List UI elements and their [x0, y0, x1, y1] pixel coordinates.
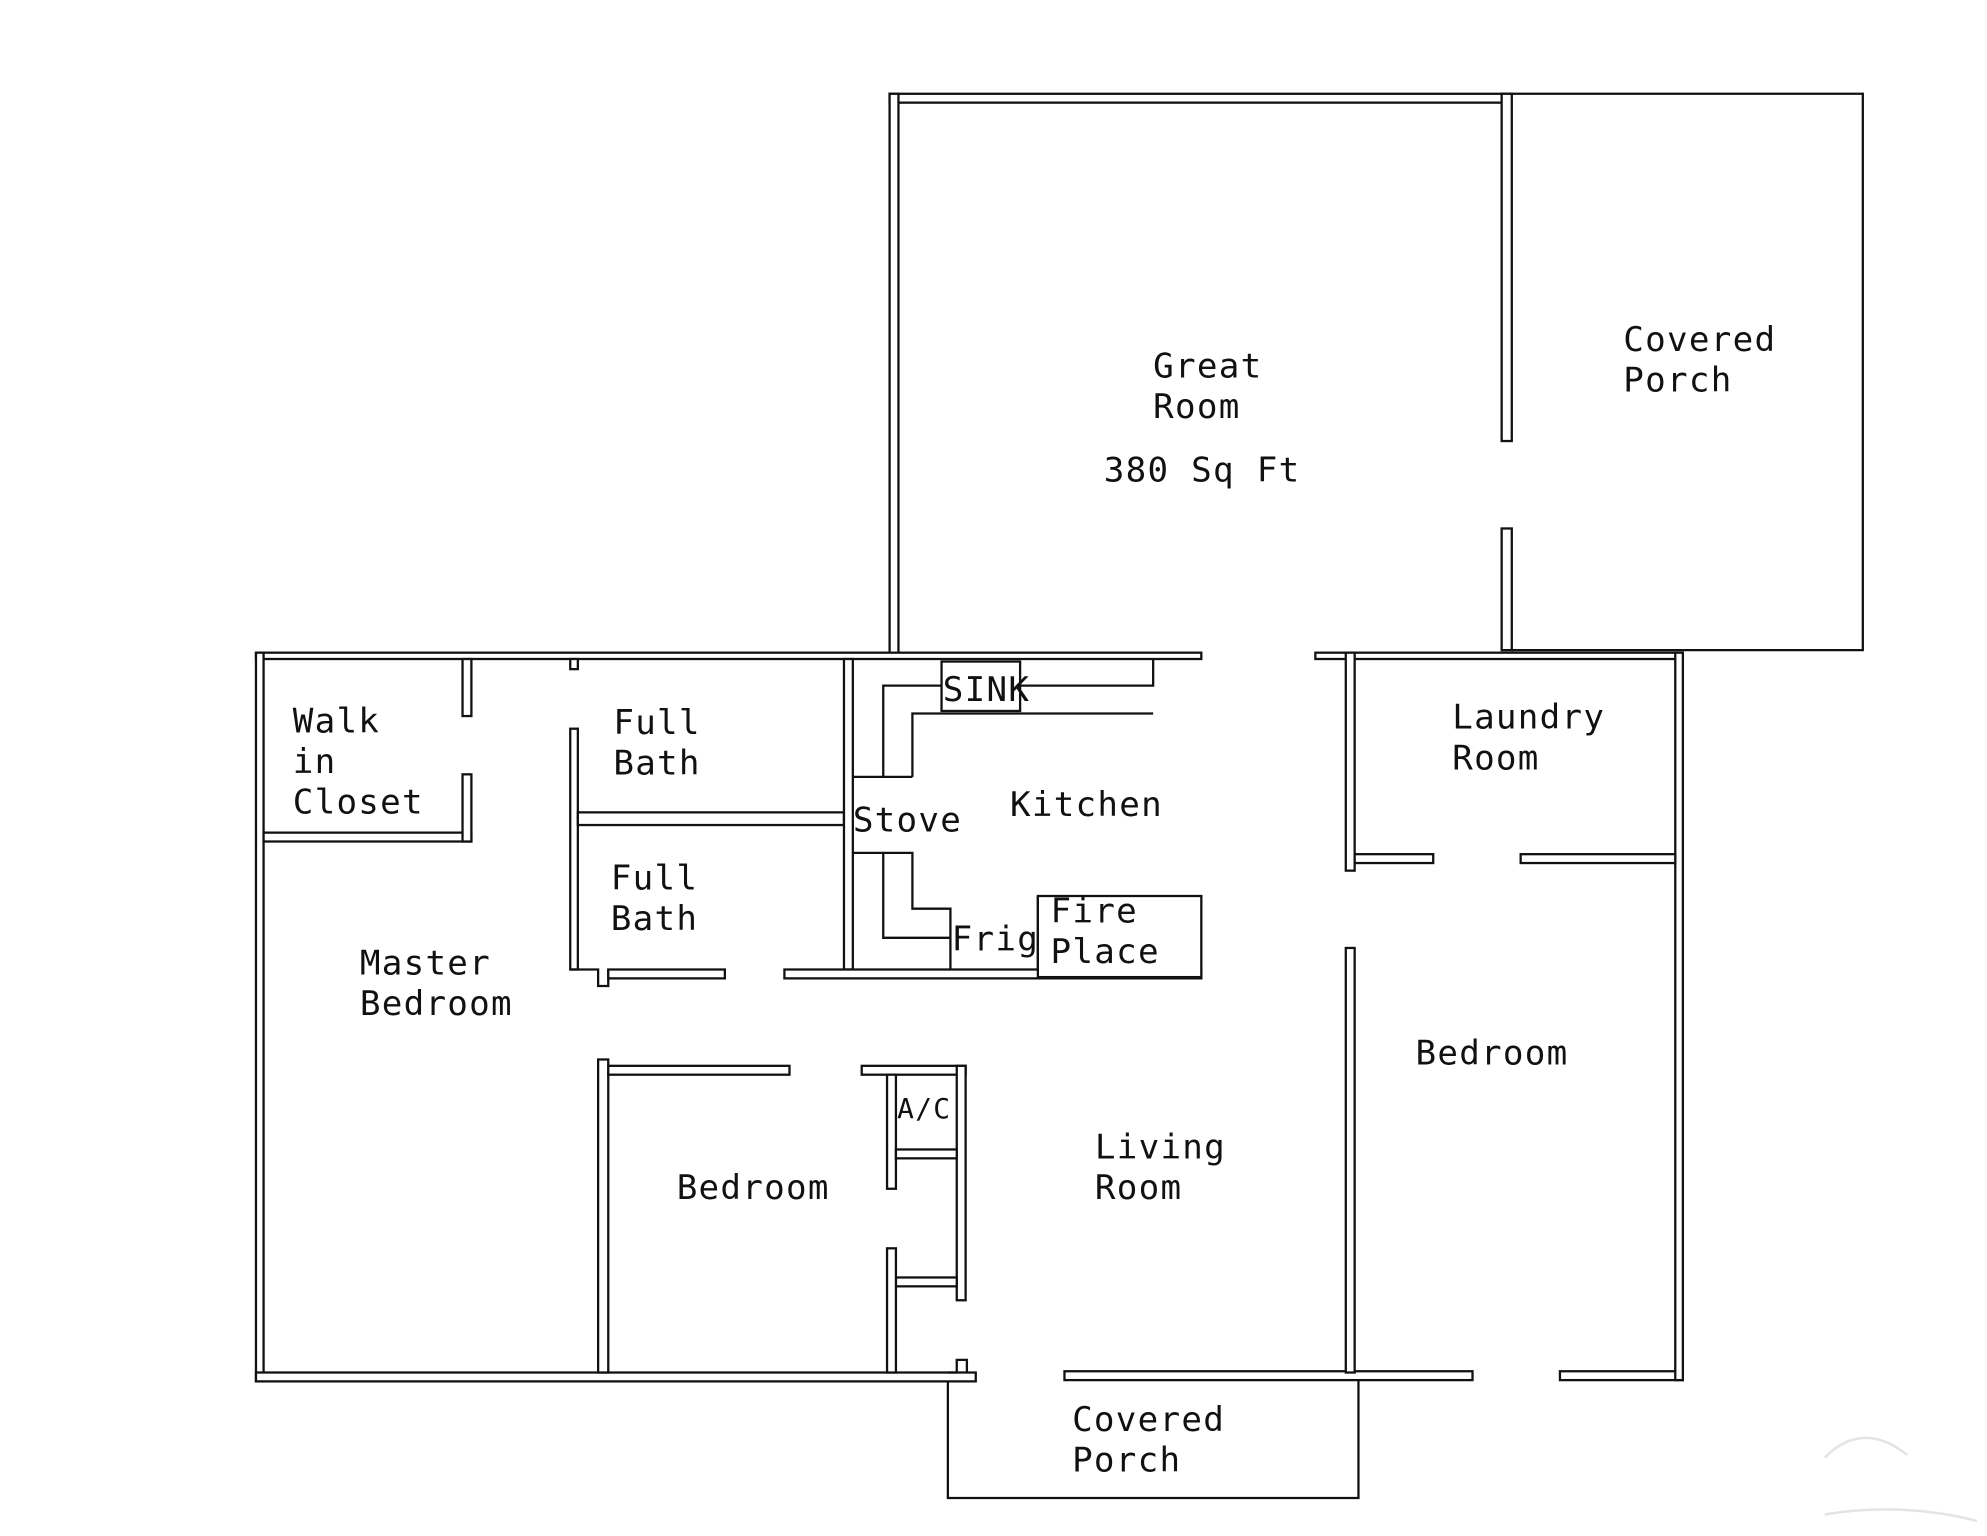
laundry-label-2: Room: [1452, 738, 1539, 778]
master-bedroom-label-2: Bedroom: [360, 984, 513, 1024]
full-bath-2-label-1: Full: [611, 859, 698, 899]
great-room-label-1: Great: [1153, 347, 1262, 387]
fireplace-label-1: Fire: [1051, 892, 1138, 932]
back-porch-label-2: Porch: [1623, 361, 1732, 401]
full-bath-1-label-2: Bath: [613, 743, 700, 783]
stove-label: Stove: [853, 800, 962, 840]
living-room-label-1: Living: [1095, 1127, 1226, 1167]
walls: [254, 92, 1864, 1500]
ac-label: A/C: [897, 1092, 951, 1125]
back-porch-label-1: Covered: [1623, 320, 1776, 360]
frig-label: Frig: [952, 919, 1039, 959]
full-bath-2-label-2: Bath: [611, 899, 698, 939]
closet-label-1: Walk: [293, 702, 380, 742]
bedroom-middle-label: Bedroom: [677, 1168, 830, 1208]
laundry-label-1: Laundry: [1452, 698, 1605, 738]
watermark-logo: [1823, 1436, 1978, 1523]
living-room-label-2: Room: [1095, 1168, 1182, 1208]
kitchen-label: Kitchen: [1010, 785, 1163, 825]
front-porch-label-2: Porch: [1072, 1440, 1181, 1480]
room-labels: Great Room 380 Sq Ft Covered Porch Walk …: [293, 320, 1776, 1480]
great-room-area: 380 Sq Ft: [1104, 451, 1301, 491]
front-porch-label-1: Covered: [1072, 1400, 1225, 1440]
bedroom-right-label: Bedroom: [1415, 1034, 1568, 1074]
master-bedroom-label-1: Master: [360, 944, 491, 984]
fireplace-label-2: Place: [1051, 932, 1160, 972]
full-bath-1-label-1: Full: [613, 703, 700, 743]
great-room-label-2: Room: [1153, 387, 1240, 427]
closet-label-3: Closet: [293, 783, 424, 823]
sink-label: SINK: [943, 670, 1030, 710]
closet-label-2: in: [293, 742, 337, 782]
